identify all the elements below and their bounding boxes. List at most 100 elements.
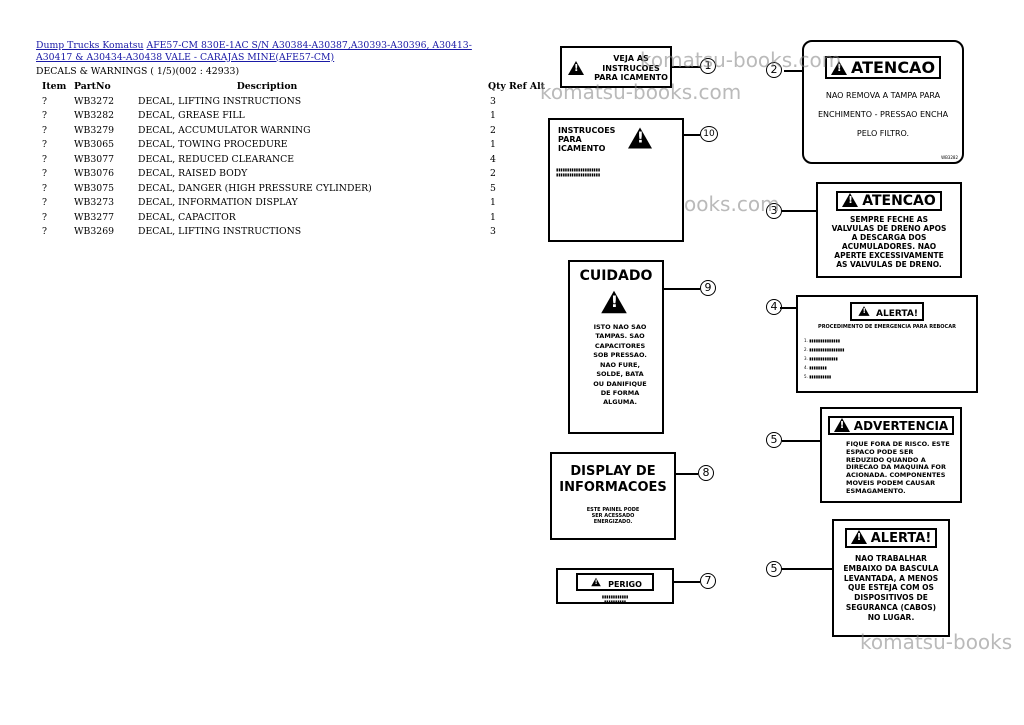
cell-item: ? bbox=[42, 168, 47, 180]
cell-description: DECAL, RAISED BODY bbox=[138, 168, 248, 180]
decal-1-text: VEJA AS INSTRUCOES PARA ICAMENTO bbox=[594, 54, 668, 83]
callout-7: 7 bbox=[700, 573, 716, 589]
cell-description: DECAL, DANGER (HIGH PRESSURE CYLINDER) bbox=[138, 182, 372, 194]
table-row: ? WB3077 DECAL, REDUCED CLEARANCE 4 bbox=[36, 152, 552, 167]
header-qty: Qty Ref Alt bbox=[488, 81, 545, 92]
table-row: ? WB3076 DECAL, RAISED BODY 2 bbox=[36, 167, 552, 182]
cell-description: DECAL, GREASE FILL bbox=[138, 110, 245, 122]
warning-triangle-icon bbox=[601, 290, 627, 314]
warning-triangle-icon bbox=[591, 577, 601, 587]
decal-5-body: FIQUE FORA DE RISCO. ESTE ESPACO PODE SE… bbox=[846, 440, 950, 495]
cell-item: ? bbox=[42, 124, 47, 136]
watermark-4: komatsu-books bbox=[860, 630, 1013, 654]
warning-triangle-icon bbox=[850, 530, 867, 544]
cell-qty: 3 bbox=[490, 95, 496, 107]
decal-9-header: CUIDADO bbox=[579, 268, 653, 284]
decal-2-header: ATENCAO bbox=[850, 58, 936, 77]
cell-description: DECAL, REDUCED CLEARANCE bbox=[138, 153, 295, 165]
breadcrumb: Dump Trucks Komatsu AFE57-CM 830E-1AC S/… bbox=[36, 40, 486, 63]
page-subtitle: DECALS & WARNINGS ( 1/5)(002 : 42933) bbox=[36, 66, 240, 77]
decal-2-code: WB3282 bbox=[941, 155, 958, 160]
breadcrumb-link-model[interactable]: AFE57-CM 830E-1AC S/N A30384-A30387,A303… bbox=[36, 40, 472, 63]
callout-3: 3 bbox=[766, 203, 782, 219]
cell-partno: WB3077 bbox=[74, 153, 115, 165]
decal-7: PERIGO ▮▮▮▮▮▮▮▮▮▮▮▮▮▮▮▮▮▮▮▮▮▮ bbox=[556, 568, 674, 604]
decal-2-line1: NAO REMOVA A TAMPA PARA bbox=[825, 91, 941, 100]
cell-partno: WB3277 bbox=[74, 211, 115, 223]
warning-triangle-icon bbox=[568, 58, 588, 77]
cell-qty: 1 bbox=[490, 110, 496, 122]
cell-partno: WB3279 bbox=[74, 124, 115, 136]
decal-2-line2: ENCHIMENTO - PRESSAO ENCHA bbox=[817, 110, 949, 119]
cell-description: DECAL, TOWING PROCEDURE bbox=[138, 139, 288, 151]
decal-8: DISPLAY DE INFORMACOES ESTE PAINEL PODE … bbox=[550, 452, 676, 540]
table-row: ? WB3282 DECAL, GREASE FILL 1 bbox=[36, 109, 552, 124]
decal-9: CUIDADO ISTO NAO SAO TAMPAS. SAO CAPACIT… bbox=[568, 260, 664, 434]
decal-3-header: ATENCAO bbox=[862, 193, 936, 209]
breadcrumb-link-dump-trucks[interactable]: Dump Trucks Komatsu bbox=[36, 40, 144, 51]
decal-3: ATENCAO SEMPRE FECHE AS VALVULAS DE DREN… bbox=[816, 182, 962, 278]
decal-6-header: ALERTA! bbox=[870, 531, 932, 546]
cell-item: ? bbox=[42, 153, 47, 165]
cell-item: ? bbox=[42, 226, 47, 238]
decal-6: ALERTA! NAO TRABALHAR EMBAIXO DA BASCULA… bbox=[832, 519, 950, 637]
callout-4: 4 bbox=[766, 299, 782, 315]
warning-triangle-icon bbox=[842, 193, 859, 207]
warning-triangle-icon bbox=[858, 306, 870, 316]
callout-2: 2 bbox=[766, 62, 782, 78]
cell-item: ? bbox=[42, 139, 47, 151]
decal-5-header: ADVERTENCIA bbox=[853, 419, 949, 433]
decal-5: ADVERTENCIA FIQUE FORA DE RISCO. ESTE ES… bbox=[820, 407, 962, 503]
cell-description: DECAL, LIFTING INSTRUCTIONS bbox=[138, 226, 302, 238]
header-partno: PartNo bbox=[74, 81, 111, 92]
cell-qty: 1 bbox=[490, 197, 496, 209]
callout-5a: 5 bbox=[766, 432, 782, 448]
cell-qty: 1 bbox=[490, 211, 496, 223]
callout-1: 1 bbox=[700, 58, 716, 74]
header-description: Description bbox=[236, 81, 298, 92]
decal-9-body: ISTO NAO SAO TAMPAS. SAO CAPACITORES SOB… bbox=[593, 323, 647, 407]
cell-description: DECAL, INFORMATION DISPLAY bbox=[138, 197, 298, 209]
cell-description: DECAL, CAPACITOR bbox=[138, 211, 236, 223]
cell-description: DECAL, LIFTING INSTRUCTIONS bbox=[138, 95, 302, 107]
warning-triangle-icon bbox=[628, 127, 652, 149]
cell-partno: WB3076 bbox=[74, 168, 115, 180]
decal-8-header: DISPLAY DE INFORMACOES bbox=[559, 464, 667, 496]
cell-qty: 3 bbox=[490, 226, 496, 238]
watermark-3: ooks.com bbox=[684, 192, 780, 216]
decal-4: ALERTA! PROCEDIMENTO DE EMERGENCIA PARA … bbox=[796, 295, 978, 393]
table-row: ? WB3065 DECAL, TOWING PROCEDURE 1 bbox=[36, 138, 552, 153]
cell-qty: 2 bbox=[490, 124, 496, 136]
cell-qty: 4 bbox=[490, 153, 496, 165]
cell-partno: WB3065 bbox=[74, 139, 115, 151]
decal-1: VEJA AS INSTRUCOES PARA ICAMENTO bbox=[560, 46, 672, 88]
decal-7-header: PERIGO bbox=[608, 580, 642, 589]
cell-partno: WB3282 bbox=[74, 110, 115, 122]
cell-item: ? bbox=[42, 110, 47, 122]
cell-qty: 1 bbox=[490, 139, 496, 151]
decal-4-header: ALERTA! bbox=[876, 309, 918, 319]
decal-6-body: NAO TRABALHAR EMBAIXO DA BASCULA LEVANTA… bbox=[843, 554, 939, 622]
callout-5b: 5 bbox=[766, 561, 782, 577]
callout-9: 9 bbox=[700, 280, 716, 296]
cell-item: ? bbox=[42, 211, 47, 223]
cell-qty: 2 bbox=[490, 168, 496, 180]
decal-10: INSTRUCOES PARA ICAMENTO ▮▮▮▮▮▮▮▮▮▮▮▮▮▮▮… bbox=[548, 118, 684, 242]
warning-triangle-icon bbox=[833, 418, 850, 432]
callout-8: 8 bbox=[698, 465, 714, 481]
cell-item: ? bbox=[42, 95, 47, 107]
decal-2-line3: PELO FILTRO. bbox=[856, 129, 910, 138]
cell-item: ? bbox=[42, 197, 47, 209]
watermark-1: komatsu-books.com bbox=[640, 48, 842, 72]
decal-2: ATENCAO NAO REMOVA A TAMPA PARA ENCHIMEN… bbox=[802, 40, 964, 164]
decal-8-body: ESTE PAINEL PODE SER ACESSADO ENERGIZADO… bbox=[586, 506, 640, 525]
callout-10: 10 bbox=[700, 126, 718, 142]
cell-item: ? bbox=[42, 182, 47, 194]
decal-10-header: INSTRUCOES PARA ICAMENTO bbox=[558, 126, 616, 153]
cell-partno: WB3269 bbox=[74, 226, 115, 238]
decal-3-body: SEMPRE FECHE AS VALVULAS DE DRENO APOS A… bbox=[831, 215, 947, 269]
